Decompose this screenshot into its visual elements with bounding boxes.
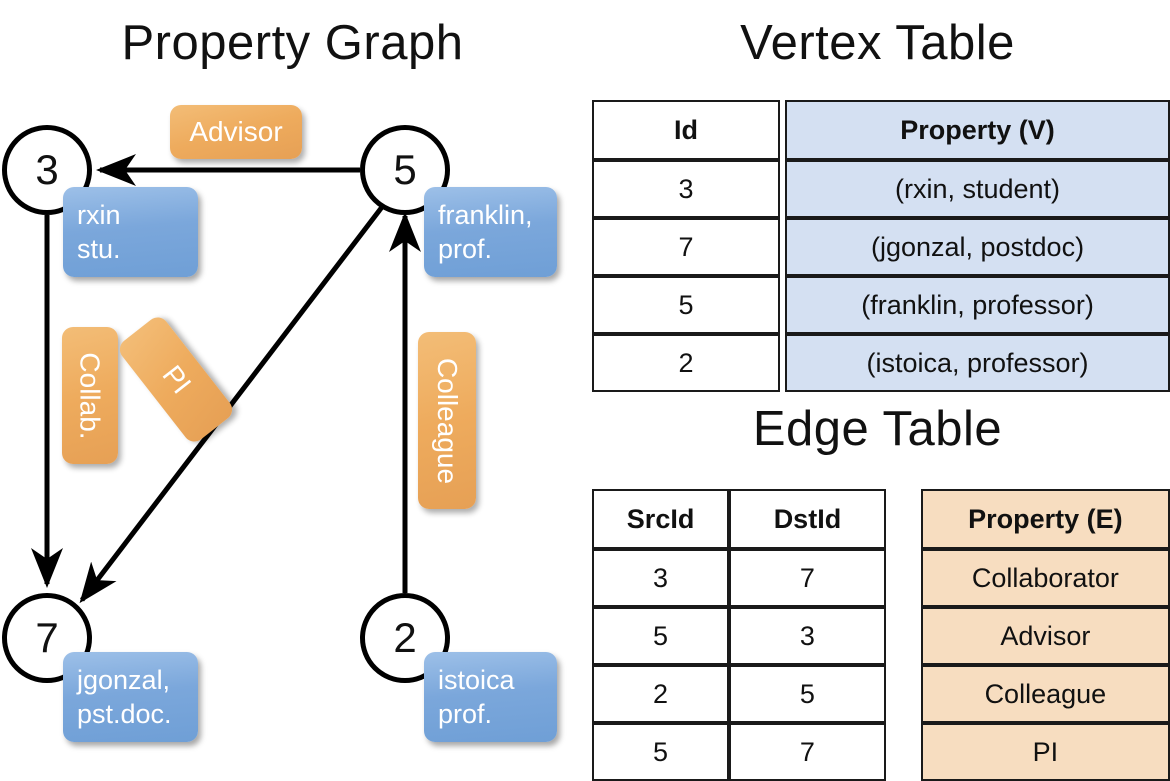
- graph-node-5-property-box: franklin, prof.: [424, 187, 557, 277]
- vertex-table: Id Property (V) 3 (rxin, student) 7 (jgo…: [592, 100, 1170, 392]
- graph-edge-label-collab-text: Collab.: [75, 351, 107, 440]
- column-gap: [780, 334, 786, 392]
- graph-node-5-property-line-2: prof.: [438, 234, 493, 264]
- edge-cell-srcid: 3: [592, 549, 730, 607]
- graph-edge-label-colleague: Colleague: [418, 332, 476, 509]
- column-gap: [885, 607, 921, 665]
- table-row: 5 (franklin, professor): [592, 276, 1170, 334]
- graph-edge-label-pi-text: PI: [156, 359, 197, 400]
- vertex-cell-property: (rxin, student): [785, 160, 1170, 218]
- page-title-vertex-table: Vertex Table: [740, 16, 1015, 70]
- graph-node-3-label: 3: [35, 146, 59, 193]
- graph-edge-label-collab: Collab.: [62, 327, 118, 464]
- vertex-cell-property: (franklin, professor): [785, 276, 1170, 334]
- column-gap: [780, 276, 786, 334]
- table-row: 7 (jgonzal, postdoc): [592, 218, 1170, 276]
- graph-node-7-property-box: jgonzal, pst.doc.: [63, 652, 198, 742]
- edge-header-property: Property (E): [920, 489, 1170, 549]
- edge-cell-property: Colleague: [920, 665, 1170, 723]
- edge-cell-dstid: 7: [729, 549, 886, 607]
- graph-node-2-property-box: istoica prof.: [424, 652, 557, 742]
- edge-cell-property: Collaborator: [920, 549, 1170, 607]
- table-header-row: SrcId DstId Property (E): [592, 489, 1170, 549]
- table-row: 5 7 PI: [592, 723, 1170, 781]
- page-title-edge-table: Edge Table: [752, 402, 1003, 456]
- vertex-cell-id: 2: [592, 334, 781, 392]
- page-title-property-graph: Property Graph: [121, 16, 464, 70]
- edge-cell-srcid: 2: [592, 665, 730, 723]
- table-row: 2 5 Colleague: [592, 665, 1170, 723]
- graph-node-3-property-line-2: stu.: [77, 234, 121, 264]
- graph-node-2-property-line-1: istoica: [438, 665, 515, 695]
- graph-edge-label-colleague-text: Colleague: [432, 357, 464, 484]
- property-graph-diagram: 3 rxin stu. 5 franklin, prof. 7 jgonzal,…: [0, 0, 585, 760]
- vertex-cell-id: 7: [592, 218, 781, 276]
- column-gap: [780, 160, 786, 218]
- edge-cell-property: Advisor: [920, 607, 1170, 665]
- edge-table: SrcId DstId Property (E) 3 7 Collaborato…: [592, 489, 1170, 781]
- vertex-header-property: Property (V): [785, 100, 1170, 160]
- column-gap: [885, 723, 921, 781]
- edge-cell-property: PI: [920, 723, 1170, 781]
- graph-edge-label-advisor-text: Advisor: [189, 116, 283, 147]
- edge-cell-srcid: 5: [592, 723, 730, 781]
- edge-cell-srcid: 5: [592, 607, 730, 665]
- vertex-cell-id: 5: [592, 276, 781, 334]
- vertex-header-id: Id: [592, 100, 781, 160]
- table-header-row: Id Property (V): [592, 100, 1170, 160]
- graph-node-2[interactable]: 2: [360, 593, 450, 683]
- graph-node-2-label: 2: [393, 614, 417, 661]
- graph-node-5[interactable]: 5: [360, 125, 450, 215]
- column-gap: [780, 100, 786, 160]
- edge-cell-dstid: 5: [729, 665, 886, 723]
- graph-edge-label-advisor: Advisor: [170, 105, 302, 159]
- table-row: 3 7 Collaborator: [592, 549, 1170, 607]
- table-row: 5 3 Advisor: [592, 607, 1170, 665]
- vertex-cell-property: (istoica, professor): [785, 334, 1170, 392]
- graph-node-7-property-line-1: jgonzal,: [77, 665, 171, 695]
- vertex-cell-id: 3: [592, 160, 781, 218]
- table-row: 3 (rxin, student): [592, 160, 1170, 218]
- edge-header-srcid: SrcId: [592, 489, 730, 549]
- graph-edge-5-to-7: [79, 205, 384, 604]
- column-gap: [780, 218, 786, 276]
- graph-node-5-label: 5: [393, 146, 417, 193]
- table-row: 2 (istoica, professor): [592, 334, 1170, 392]
- graph-node-7-property-line-2: pst.doc.: [77, 699, 172, 729]
- graph-node-3-property-box: rxin stu.: [63, 187, 198, 277]
- graph-node-5-property-line-1: franklin,: [438, 200, 533, 230]
- column-gap: [885, 489, 921, 549]
- edge-cell-dstid: 7: [729, 723, 886, 781]
- graph-node-3-property-line-1: rxin: [77, 200, 121, 230]
- vertex-cell-property: (jgonzal, postdoc): [785, 218, 1170, 276]
- graph-node-2-property-line-2: prof.: [438, 699, 493, 729]
- edge-header-dstid: DstId: [729, 489, 886, 549]
- graph-node-7-label: 7: [35, 614, 59, 661]
- edge-cell-dstid: 3: [729, 607, 886, 665]
- column-gap: [885, 665, 921, 723]
- graph-edge-lines: [31, 154, 421, 604]
- column-gap: [885, 549, 921, 607]
